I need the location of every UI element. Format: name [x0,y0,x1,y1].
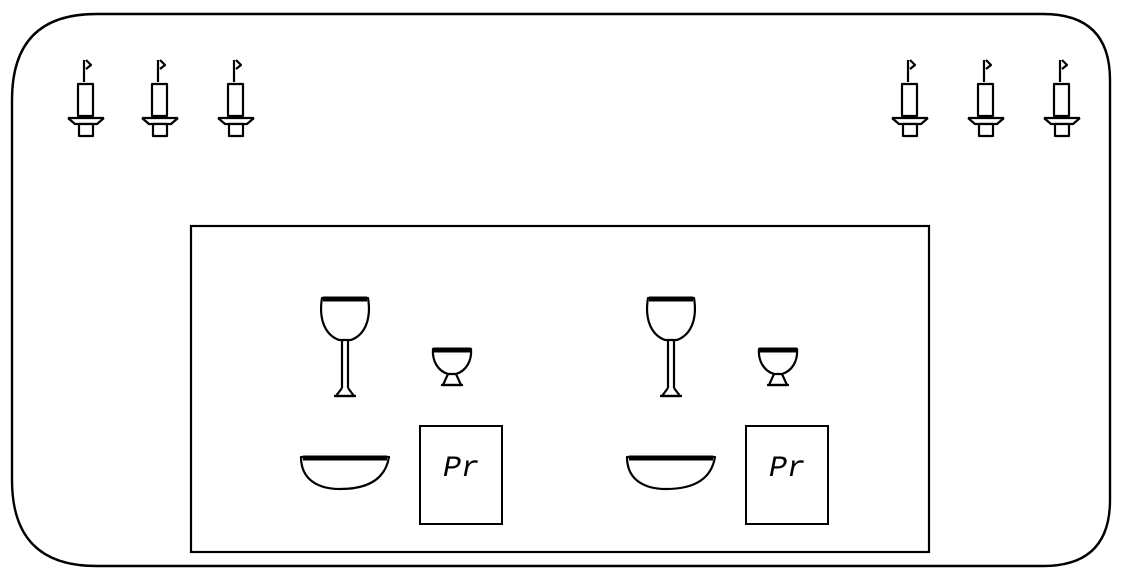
candle-icon [140,58,180,138]
card [419,425,503,525]
place-setting: Pr [301,298,503,525]
bowl-icon [301,457,389,489]
candle-icon [890,58,930,138]
candle-icon [66,58,106,138]
candle-icon [966,58,1006,138]
candle-group-right [890,58,1082,138]
cup-icon [759,349,797,385]
place-setting: Pr [627,298,829,525]
candle-icon [216,58,256,138]
altar-table [189,224,931,554]
bowl-icon [627,457,715,489]
chalice-icon [321,298,369,396]
cup-icon [433,349,471,385]
chalice-icon [647,298,695,396]
candle-icon [1042,58,1082,138]
card-label: Pr [443,452,479,486]
chapel-outline [10,12,1112,568]
card-label: Pr [769,452,805,486]
card [745,425,829,525]
candle-group-left [66,58,256,138]
